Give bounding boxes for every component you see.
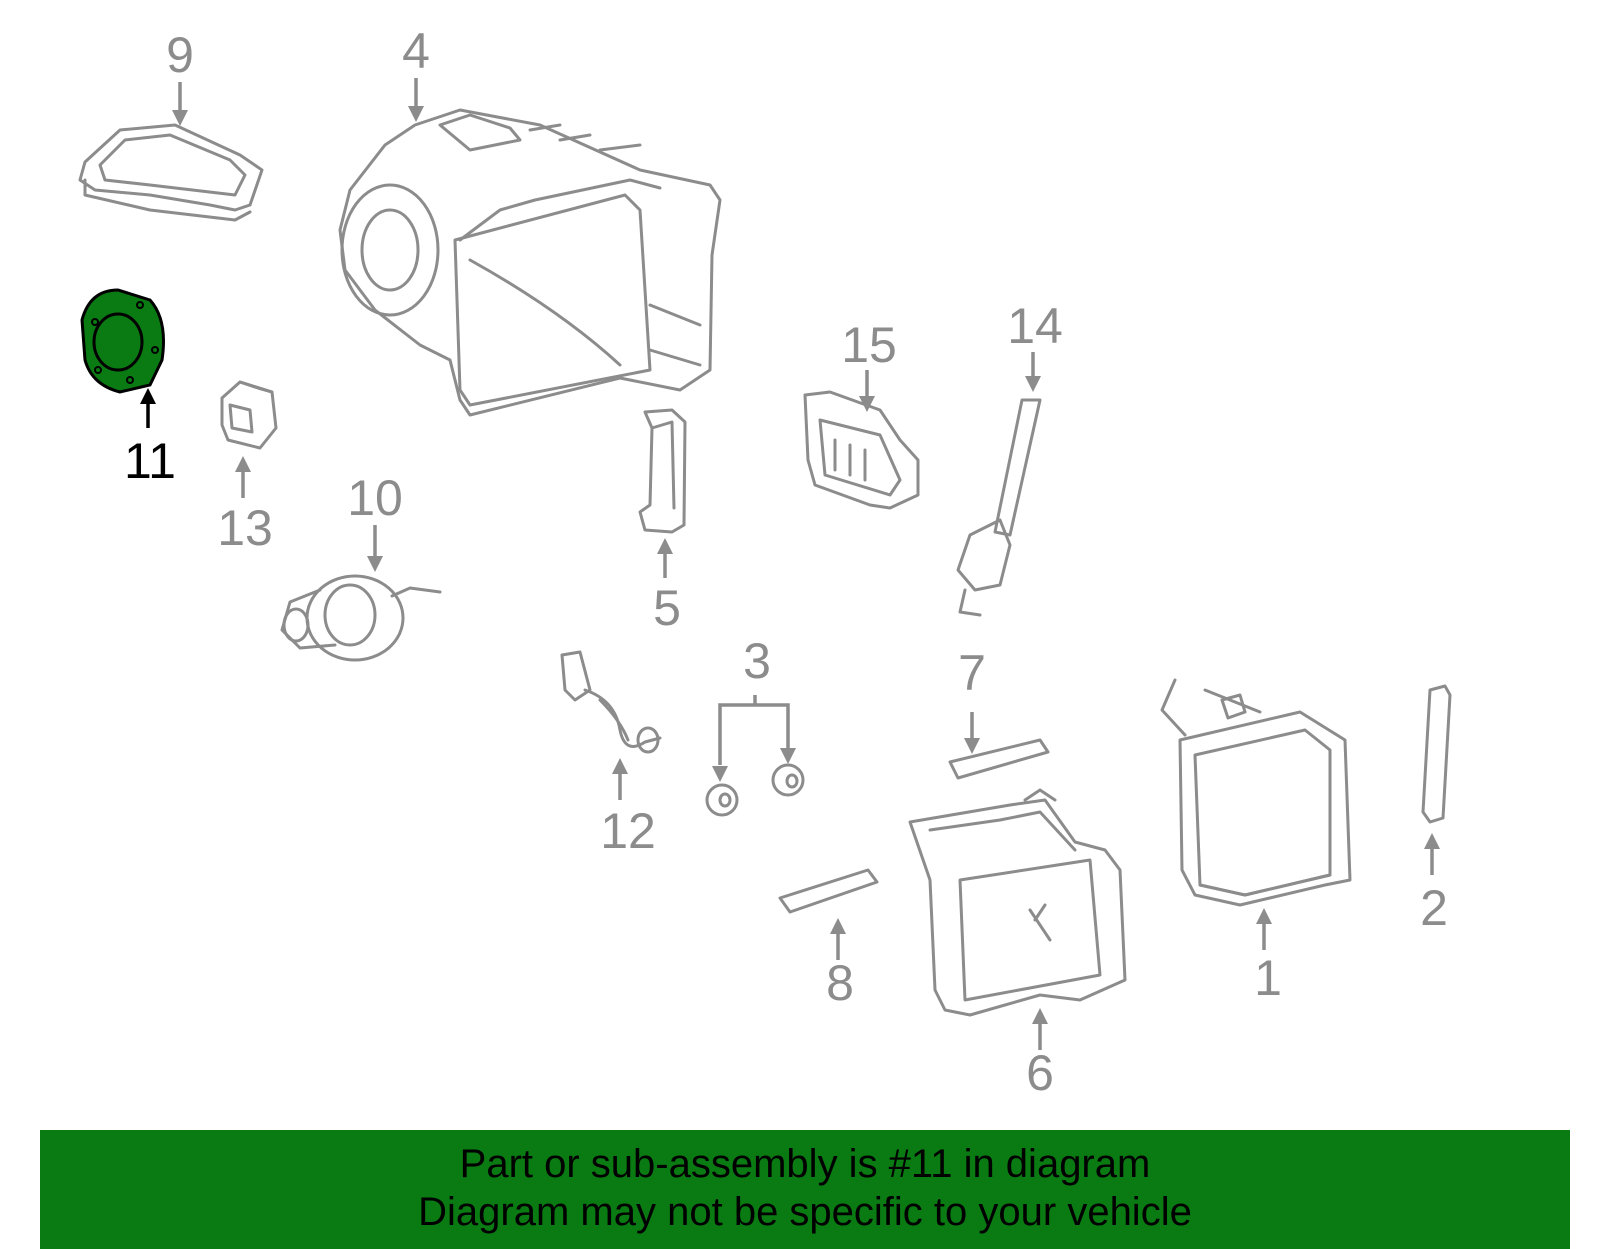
callout-15: 15 xyxy=(841,317,897,373)
part-9-duct[interactable] xyxy=(78,123,264,222)
part-7-seal[interactable] xyxy=(948,738,1050,780)
arrowhead-3a xyxy=(712,766,728,782)
part-5-bracket[interactable] xyxy=(638,408,687,534)
callout-2: 2 xyxy=(1420,880,1448,936)
callout-11: 11 xyxy=(124,433,176,489)
arrowhead-13 xyxy=(235,456,251,472)
arrowhead-3b xyxy=(780,748,796,764)
part-12-tube[interactable] xyxy=(560,650,662,754)
arrowhead-12 xyxy=(612,758,628,774)
banner-line-2: Diagram may not be specific to your vehi… xyxy=(418,1190,1192,1234)
bracket-3 xyxy=(718,703,790,765)
info-banner: Part or sub-assembly is #11 in diagram D… xyxy=(40,1130,1570,1249)
banner-line-1: Part or sub-assembly is #11 in diagram xyxy=(459,1142,1151,1186)
part-11-gasket[interactable] xyxy=(80,288,165,394)
arrowhead-10 xyxy=(367,556,383,572)
callout-4: 4 xyxy=(402,23,430,79)
arrowhead-14 xyxy=(1025,376,1041,392)
callout-3: 3 xyxy=(743,633,771,689)
arrowhead-4 xyxy=(408,106,424,122)
callout-6: 6 xyxy=(1026,1045,1054,1101)
part-1-evaporator[interactable] xyxy=(1160,678,1352,907)
arrowhead-2 xyxy=(1424,833,1440,849)
arrowhead-8 xyxy=(830,918,846,934)
callout-10: 10 xyxy=(347,470,403,526)
callout-5: 5 xyxy=(653,580,681,636)
part-13-resistor[interactable] xyxy=(220,380,278,450)
part-15-actuator[interactable] xyxy=(803,390,920,510)
callout-13: 13 xyxy=(217,500,273,556)
arrowhead-7 xyxy=(964,738,980,754)
part-4-housing[interactable] xyxy=(338,108,722,417)
part-2-seal[interactable] xyxy=(1421,684,1452,824)
arrowhead-15 xyxy=(859,396,875,412)
arrowhead-6 xyxy=(1032,1008,1048,1024)
callout-14: 14 xyxy=(1007,298,1063,354)
arrowhead-1 xyxy=(1256,908,1272,924)
arrowhead-11 xyxy=(140,388,156,404)
arrowhead-5 xyxy=(657,538,673,554)
callout-12: 12 xyxy=(600,803,656,859)
part-10-blower-motor[interactable] xyxy=(280,574,442,662)
callout-9: 9 xyxy=(166,27,194,83)
arrowhead-9 xyxy=(172,110,188,126)
callout-8: 8 xyxy=(826,955,854,1011)
part-3-grommets[interactable] xyxy=(705,763,805,817)
part-6-case[interactable] xyxy=(908,788,1127,1017)
callout-7: 7 xyxy=(958,645,986,701)
part-14-sensor[interactable] xyxy=(956,398,1042,617)
part-8-seal[interactable] xyxy=(778,868,879,914)
callout-1: 1 xyxy=(1254,950,1282,1006)
